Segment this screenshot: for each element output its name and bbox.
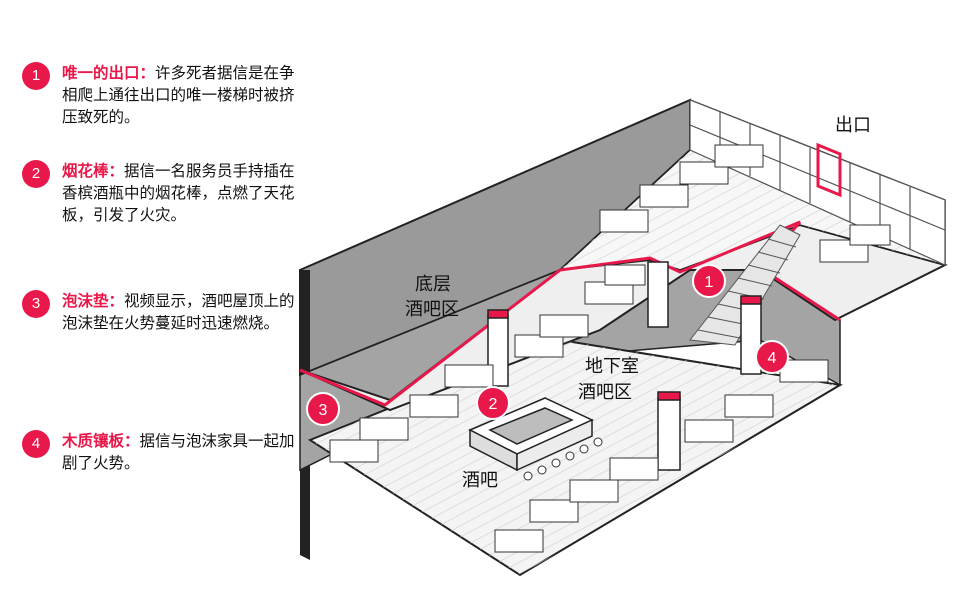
label-basement-line2: 酒吧区 [578,382,632,403]
diagram-marker-2: 2 [476,386,510,420]
legend-item-1: 1 唯一的出口：许多死者据信是在争相爬上通往出口的唯一楼梯时被挤压致死的。 [22,62,307,128]
label-ground-bar-line2: 酒吧区 [405,299,459,320]
label-exit: 出口 [835,115,871,136]
svg-text:1: 1 [705,274,714,291]
legend-desc-2: 据信一名服务员手持插在香槟酒瓶中的烟花棒，点燃了天花板，引发了火灾。 [62,162,295,224]
label-bar: 酒吧 [462,470,498,491]
legend-item-4: 4 木质镶板：据信与泡沫家具一起加剧了火势。 [22,430,302,474]
legend-desc-3: 视频显示，酒吧屋顶上的泡沫垫在火势蔓延时迅速燃烧。 [62,292,295,332]
marker-badge-4: 4 [22,430,50,458]
marker-badge-3: 3 [22,290,50,318]
legend-term-4: 木质镶板： [62,432,140,450]
legend-desc-1: 许多死者据信是在争相爬上通往出口的唯一楼梯时被挤压致死的。 [62,64,295,126]
legend-term-2: 烟花棒： [62,162,125,180]
diagram-marker-1: 1 [692,264,726,298]
sofas [329,144,891,553]
staircase [689,224,801,346]
label-basement-line1: 地下室 [585,356,639,377]
diagram-marker-3: 3 [306,392,340,426]
marker-badge-2: 2 [22,160,50,188]
legend-item-2: 2 烟花棒：据信一名服务员手持插在香槟酒瓶中的烟花棒，点燃了天花板，引发了火灾。 [22,160,307,226]
legend-desc-4: 据信与泡沫家具一起加剧了火势。 [62,432,295,472]
legend-term-3: 泡沫垫： [62,292,125,310]
svg-text:4: 4 [768,350,777,367]
svg-text:2: 2 [489,396,498,413]
bar-counter [468,397,594,472]
marker-badge-1: 1 [22,62,50,90]
pillars [487,261,762,471]
diagram-marker-4: 4 [755,340,789,374]
legend-item-3: 3 泡沫垫：视频显示，酒吧屋顶上的泡沫垫在火势蔓延时迅速燃烧。 [22,290,302,334]
bar-stools [523,437,603,481]
label-ground-bar-line1: 底层 [415,274,451,295]
legend-term-1: 唯一的出口： [62,64,156,82]
svg-text:3: 3 [319,402,328,419]
exit-door [816,142,842,198]
